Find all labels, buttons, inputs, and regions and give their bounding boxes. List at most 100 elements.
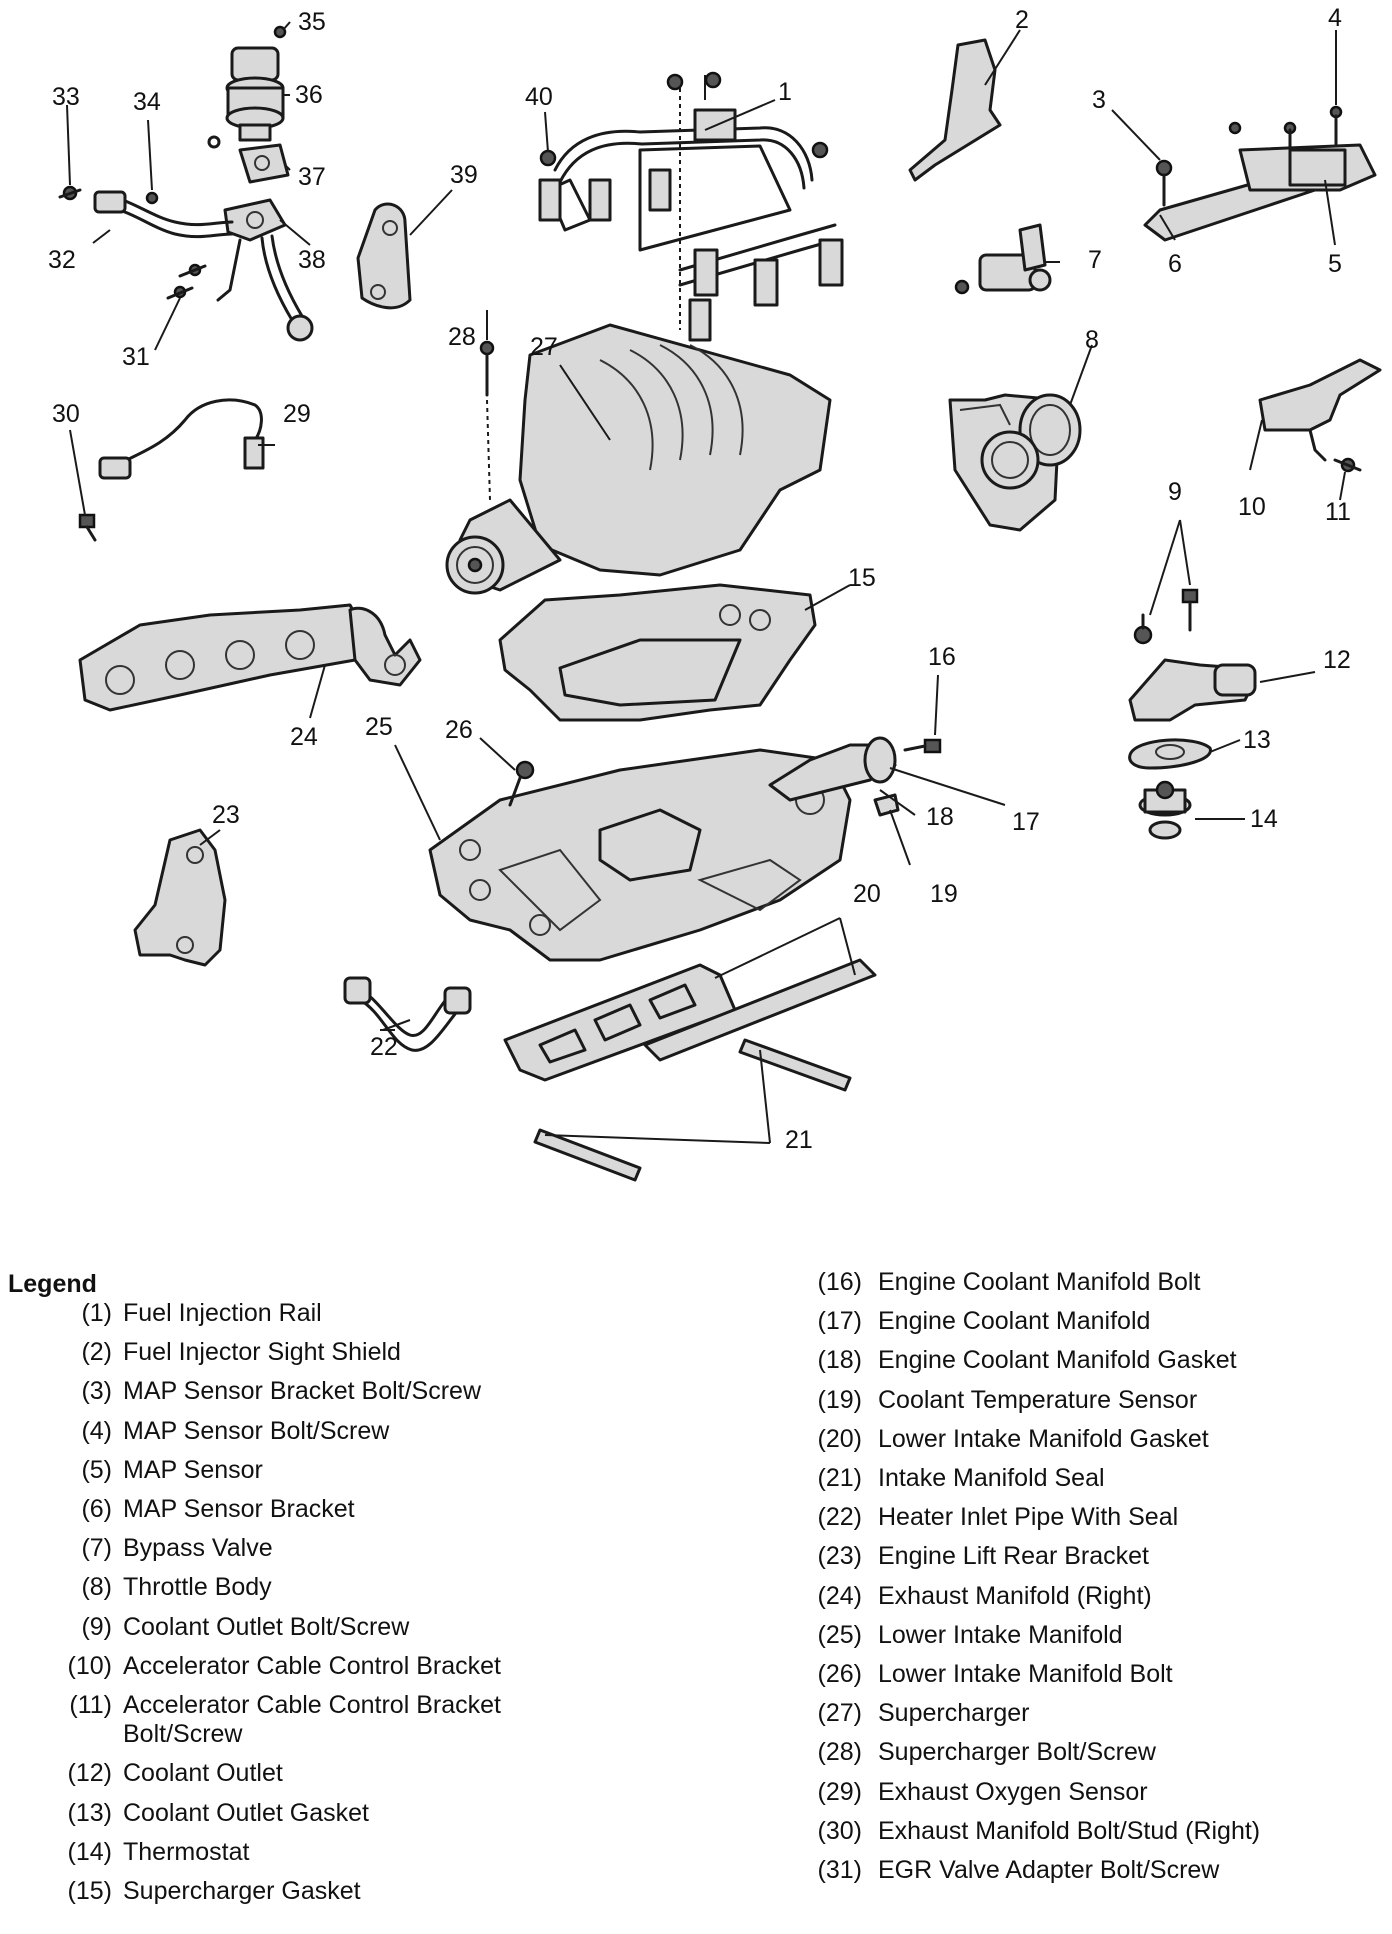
legend-item-label: Coolant Outlet Bolt/Screw xyxy=(123,1612,410,1641)
callout-19: 19 xyxy=(930,880,958,908)
legend-item: (20)Lower Intake Manifold Gasket xyxy=(0,1425,1392,1455)
legend-item: (5) MAP Sensor xyxy=(0,1456,1392,1486)
exhaust-manifold-stud xyxy=(78,513,97,542)
legend-item-number: (17) xyxy=(817,1307,862,1336)
legend-item-number: (30) xyxy=(817,1816,862,1845)
callout-27: 27 xyxy=(530,333,558,361)
legend-item-number: (16) xyxy=(817,1268,862,1296)
legend-item: (31)EGR Valve Adapter Bolt/Screw xyxy=(0,1856,1392,1886)
legend-item-label: MAP Sensor Bracket xyxy=(123,1495,355,1523)
legend-item-number: (5) xyxy=(81,1455,112,1484)
legend-item-number: (20) xyxy=(817,1424,862,1453)
legend-item-label: Exhaust Manifold (Right) xyxy=(878,1581,1152,1610)
legend-item-number: (31) xyxy=(817,1856,862,1884)
coolant-outlet-gasket xyxy=(1128,738,1212,770)
callout-16: 16 xyxy=(928,643,956,671)
legend-item-number: (9) xyxy=(81,1612,112,1641)
callout-4: 4 xyxy=(1328,4,1342,32)
fuel-injector-sight-shield xyxy=(908,38,1002,182)
callout-3: 3 xyxy=(1092,86,1106,114)
callout-39: 39 xyxy=(450,161,478,189)
legend-item-label: Engine Coolant Manifold xyxy=(878,1307,1151,1336)
callout-25: 25 xyxy=(365,713,393,741)
legend-item: (7)Bypass Valve xyxy=(0,1534,1392,1564)
legend-item-number: (8) xyxy=(81,1573,112,1602)
callout-20: 20 xyxy=(853,880,881,908)
legend-item-number: (7) xyxy=(81,1534,112,1563)
legend-item: (23)Engine Lift Rear Bracket xyxy=(0,1542,1392,1572)
legend-item: (4) MAP Sensor Bolt/Screw xyxy=(0,1417,1392,1447)
legend-item-number: (3) xyxy=(81,1377,112,1406)
engine-lift-rear-bracket xyxy=(133,828,227,967)
coolant-outlet xyxy=(1128,658,1257,722)
legend-item-number: (1) xyxy=(81,1299,112,1327)
callout-15: 15 xyxy=(848,564,876,592)
legend-item: (30) Exhaust Manifold Bolt/Stud (Right) xyxy=(0,1817,1392,1847)
legend-item-label: Engine Coolant Manifold Gasket xyxy=(878,1346,1237,1375)
legend-item-label: Exhaust Manifold Bolt/Stud (Right) xyxy=(878,1816,1261,1845)
legend-item-number: (21) xyxy=(817,1464,862,1492)
legend-item: (9) Coolant Outlet Bolt/Screw xyxy=(0,1613,1392,1643)
callout-28: 28 xyxy=(448,323,476,351)
bypass-valve xyxy=(954,223,1052,295)
legend-item-number: (25) xyxy=(817,1620,862,1649)
legend-item: (3) MAP Sensor Bracket Bolt/Screw xyxy=(0,1377,1392,1407)
legend-item-label: Throttle Body xyxy=(123,1573,272,1602)
callout-26: 26 xyxy=(445,716,473,744)
legend-item-label: MAP Sensor Bolt/Screw xyxy=(123,1416,390,1445)
lower-intake-manifold xyxy=(428,748,852,962)
legend-item: (22)Heater Inlet Pipe With Seal xyxy=(0,1503,1392,1533)
legend-item-label: Heater Inlet Pipe With Seal xyxy=(878,1503,1179,1532)
callout-40: 40 xyxy=(525,83,553,111)
legend-item: (18) Engine Coolant Manifold Gasket xyxy=(0,1346,1392,1376)
callout-36: 36 xyxy=(295,81,323,109)
legend-item-number: (19) xyxy=(817,1385,862,1414)
callout-37: 37 xyxy=(298,163,326,191)
legend-item-label: MAP Sensor xyxy=(123,1455,263,1484)
leader-lines xyxy=(66,21,1346,1144)
legend-item-number: (4) xyxy=(81,1416,112,1445)
supercharger-gasket xyxy=(498,583,817,722)
legend-item-label: MAP Sensor Bracket Bolt/Screw xyxy=(123,1377,482,1406)
throttle-body xyxy=(948,393,1082,532)
legend-item-label: Coolant Temperature Sensor xyxy=(878,1385,1198,1414)
legend-item-label: Accelerator Cable Control Bracket xyxy=(123,1651,501,1680)
exploded-diagram: 1 2 3 4 5 6 7 8 9 10 11 12 13 14 15 16 1… xyxy=(48,4,1382,1182)
legend-item: (2) Fuel Injector Sight Shield xyxy=(0,1338,1392,1368)
legend-item: (1)Fuel Injection Rail xyxy=(0,1299,1392,1329)
legend-item: (12)Coolant Outlet xyxy=(0,1759,1392,1789)
callout-12: 12 xyxy=(1323,646,1351,674)
legend-item: (14)Thermostat xyxy=(0,1838,1392,1868)
legend-item-label: Fuel Injector Sight Shield xyxy=(123,1338,401,1367)
legend-item-label: Exhaust Oxygen Sensor xyxy=(878,1777,1148,1806)
callout-5: 5 xyxy=(1328,250,1342,278)
supercharger xyxy=(445,323,832,595)
legend-item: (25)Lower Intake Manifold xyxy=(0,1621,1392,1651)
legend-item: (21)Intake Manifold Seal xyxy=(0,1464,1392,1494)
callout-labels: 1 2 3 4 5 6 7 8 9 10 11 12 13 14 15 16 1… xyxy=(48,4,1351,1154)
legend-item-label: Supercharger xyxy=(878,1699,1030,1728)
legend-title: Legend xyxy=(8,1270,97,1298)
map-sensor-assembly xyxy=(1143,105,1377,242)
coolant-outlet-bolts xyxy=(1133,588,1199,645)
legend-item: (24)Exhaust Manifold (Right) xyxy=(0,1582,1392,1612)
callout-35: 35 xyxy=(298,8,326,36)
legend-item-number: (18) xyxy=(817,1346,862,1375)
callout-17: 17 xyxy=(1012,808,1040,836)
intake-manifold-seals xyxy=(533,1038,852,1182)
engine-coolant-manifold xyxy=(768,736,942,817)
legend-item-number: (13) xyxy=(67,1798,112,1827)
exhaust-oxygen-sensor xyxy=(98,398,265,480)
legend-item-label: Engine Coolant Manifold Bolt xyxy=(878,1268,1201,1296)
callout-10: 10 xyxy=(1238,493,1266,521)
egr-adapter-and-pipe xyxy=(58,185,314,342)
legend-item: (15)Supercharger Gasket xyxy=(0,1877,1392,1907)
legend-item-label: Thermostat xyxy=(123,1837,250,1866)
callout-30: 30 xyxy=(52,400,80,428)
legend-item-label: Lower Intake Manifold Bolt xyxy=(878,1660,1173,1688)
legend-item-label: Coolant Outlet Gasket xyxy=(123,1798,369,1827)
callout-29: 29 xyxy=(283,400,311,428)
legend-item-number: (29) xyxy=(817,1777,862,1806)
callout-11: 11 xyxy=(1325,498,1351,526)
legend-item-number: (2) xyxy=(81,1338,112,1367)
